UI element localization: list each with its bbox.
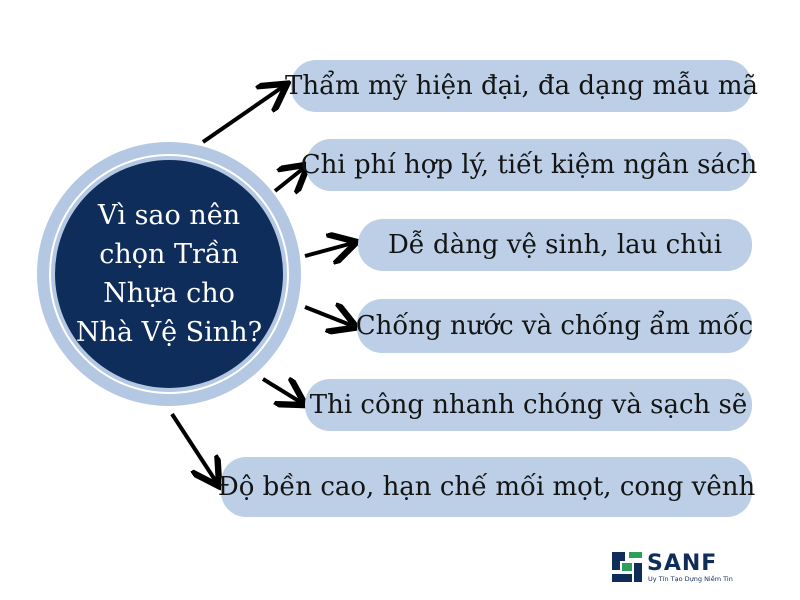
reason-2: Chi phí hợp lý, tiết kiệm ngân sách — [301, 139, 757, 191]
reason-1-label: Thẩm mỹ hiện đại, đa dạng mẫu mã — [285, 71, 758, 101]
arrow-to-reason-5 — [261, 379, 302, 403]
reason-6-label: Độ bền cao, hạn chế mối mọt, cong vênh — [217, 472, 756, 502]
reason-1: Thẩm mỹ hiện đại, đa dạng mẫu mã — [285, 60, 758, 112]
logo-tagline: Uy Tín Tạo Dựng Niềm Tin — [648, 575, 733, 583]
arrow-to-reason-4 — [304, 307, 353, 326]
reason-6: Độ bền cao, hạn chế mối mọt, cong vênh — [217, 457, 756, 517]
center-circle-ring — [49, 154, 289, 394]
reason-3-label: Dễ dàng vệ sinh, lau chùi — [387, 230, 723, 260]
arrow-to-reason-6 — [170, 412, 217, 483]
center-question: Vì sao nên chọn Trần Nhựa cho Nhà Vệ Sin… — [75, 200, 263, 348]
arrow-to-reason-2 — [273, 167, 305, 191]
reason-4-label: Chống nước và chống ẩm mốc — [355, 311, 754, 341]
reason-5-label: Thi công nhanh chóng và sạch sẽ — [309, 390, 748, 420]
sanf-logo-icon — [612, 552, 642, 582]
reason-2-label: Chi phí hợp lý, tiết kiệm ngân sách — [300, 150, 758, 180]
sanf-logo: SANF Uy Tín Tạo Dựng Niềm Tin — [610, 549, 750, 585]
arrow-to-reason-1 — [201, 86, 284, 144]
reason-3: Dễ dàng vệ sinh, lau chùi — [358, 219, 752, 271]
reason-4: Chống nước và chống ẩm mốc — [355, 299, 754, 353]
reason-5: Thi công nhanh chóng và sạch sẽ — [305, 379, 752, 431]
center-circle: Vì sao nên chọn Trần Nhựa cho Nhà Vệ Sin… — [55, 160, 283, 388]
arrow-to-reason-3 — [304, 243, 353, 256]
logo-brand: SANF — [647, 551, 718, 576]
